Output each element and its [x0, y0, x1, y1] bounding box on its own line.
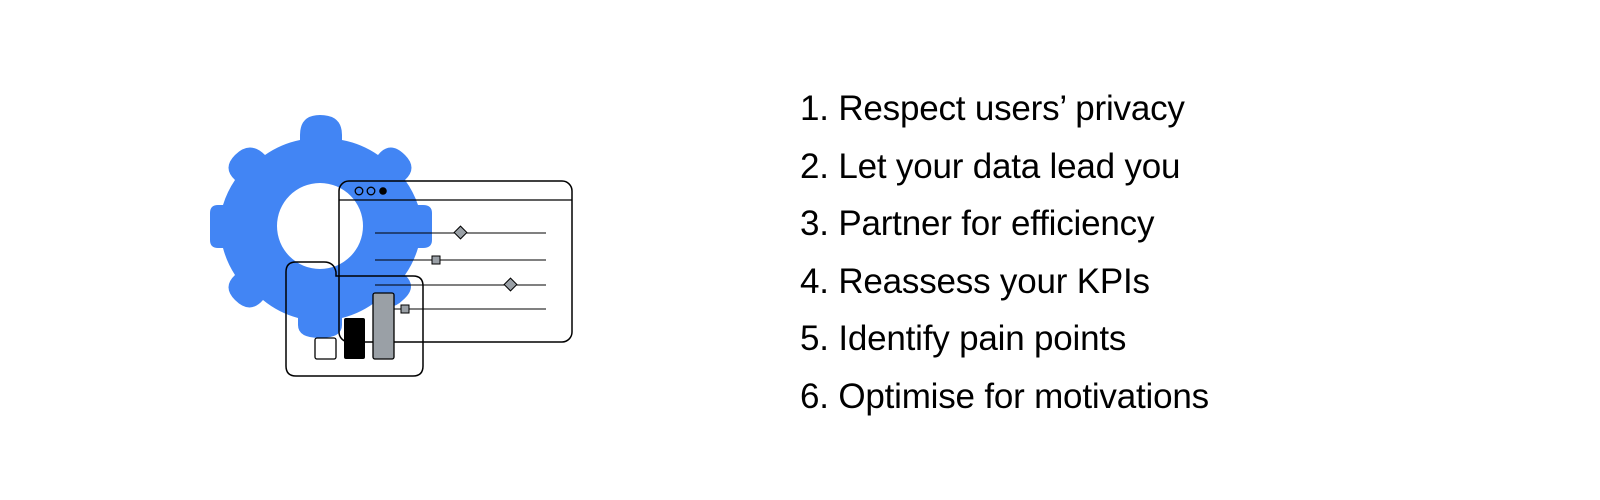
- bar-chart-card: [285, 261, 424, 377]
- slider-handle-2: [431, 255, 441, 265]
- window-dot-2: [366, 186, 376, 196]
- tip-item-5: 5. Identify pain points: [800, 319, 1127, 358]
- analytics-illustration: [0, 0, 760, 500]
- bar-3: [372, 292, 395, 360]
- bar-1: [314, 337, 337, 360]
- tip-item-4: 4. Reassess your KPIs: [800, 261, 1150, 301]
- browser-window-icon: [338, 180, 573, 343]
- tip-item-1: 1. Respect users’ privacy: [800, 89, 1185, 128]
- window-dot-1: [354, 186, 364, 196]
- tip-item-3: 3. Partner for efficiency: [800, 204, 1155, 243]
- gear-shape: [210, 115, 432, 338]
- slider-handle-1: [453, 225, 468, 240]
- slider-handle-3: [503, 277, 518, 292]
- gear-icon: [210, 115, 432, 338]
- bar-2: [344, 318, 365, 359]
- tips-list: 1. Respect users’ privacy 2. Let your da…: [800, 80, 1209, 425]
- browser-window-frame: [338, 180, 573, 343]
- tip-item-2: 2. Let your data lead you: [800, 146, 1181, 186]
- window-dot-3: [379, 187, 387, 195]
- analytics-illustration-graphic: [210, 115, 573, 377]
- bar-chart-icon: [285, 261, 424, 377]
- tip-item-6: 6. Optimise for motivations: [800, 376, 1209, 416]
- slider-handle-4: [400, 304, 410, 314]
